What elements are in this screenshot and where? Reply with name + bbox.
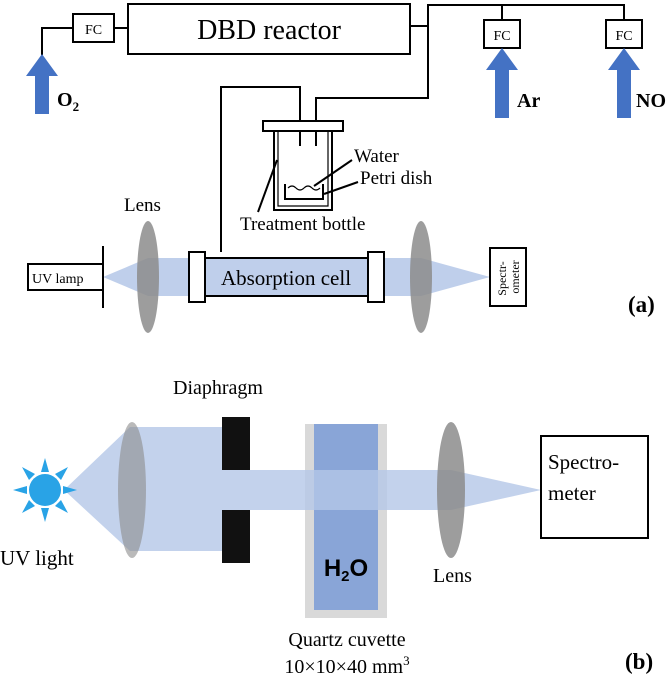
bottle-cap: [262, 120, 344, 132]
uv-lamp-label: UV lamp: [32, 272, 83, 287]
o2-inlet-arrow: [26, 54, 58, 114]
flow-controller-no-label: FC: [615, 29, 632, 44]
dbd-reactor-label: DBD reactor: [197, 15, 342, 46]
spectrometer-b: [540, 435, 649, 539]
lens-a-label: Lens: [124, 195, 161, 216]
spectrometer-b-label: Spectro- meter: [548, 450, 624, 505]
uv-light-source: [13, 458, 77, 522]
cuvette-dimensions-sup: 3: [403, 653, 410, 668]
flow-controller-o2: [72, 13, 115, 43]
light-beam-b: [64, 427, 541, 551]
water-formula-h: H: [324, 555, 341, 582]
spectrometer-a-line2: ometer: [508, 260, 522, 293]
flow-controller-ar: [483, 19, 521, 49]
cuvette-label: Quartz cuvette: [288, 629, 405, 651]
diaphragm-label: Diaphragm: [173, 377, 263, 399]
treatment-bottle-pointer: [257, 159, 278, 213]
o2-gas-line: [41, 27, 73, 55]
spectrometer-b-line2: meter: [548, 481, 596, 505]
water-label: Water: [354, 146, 400, 167]
spectrometer-b-line1: Spectro-: [548, 450, 619, 474]
uv-ray-sw: [22, 500, 35, 513]
o2-gas-text: O: [57, 89, 73, 111]
lens-b-right: [437, 422, 465, 558]
treatment-bottle-label: Treatment bottle: [240, 214, 365, 235]
panel-b-label: (b): [625, 649, 653, 674]
o2-gas-label: O2: [57, 89, 79, 114]
lens-b-label: Lens: [433, 565, 472, 587]
cuvette-dimensions: 10×10×40 mm3: [284, 653, 409, 678]
water-formula-sub: 2: [341, 568, 349, 585]
water-surface: [287, 185, 321, 191]
panel-b: Lens Diaphragm UV light H2O Spectro- met…: [0, 377, 653, 678]
cuvette-water: [314, 424, 378, 610]
no-gas-label: NO: [636, 90, 666, 112]
flow-controller-o2-label: FC: [85, 23, 102, 38]
uv-ray-nw: [22, 467, 35, 480]
uv-ray-ne: [55, 467, 68, 480]
lens-b-left: [118, 422, 146, 558]
uv-ray-n: [41, 458, 49, 472]
flow-controller-ar-label: FC: [493, 29, 510, 44]
diaphragm-top: [222, 417, 250, 470]
diaphragm-bottom: [222, 510, 250, 563]
bottle-to-cell-line: [220, 86, 301, 252]
uv-light-bulb: [29, 474, 61, 506]
ar-inlet-arrow: [486, 48, 518, 118]
o2-gas-subscript: 2: [73, 99, 80, 114]
petri-dish-pointer: [323, 181, 359, 195]
uv-ray-s: [41, 508, 49, 522]
petri-dish-label: Petri dish: [360, 168, 433, 189]
spectrometer-a-line1: Spectr-: [495, 261, 509, 295]
water-formula-o: O: [350, 555, 369, 582]
lens-a-right: [410, 221, 432, 333]
dbd-reactor: [127, 3, 411, 55]
uv-ray-e: [63, 486, 77, 494]
flow-controller-no: [605, 19, 643, 49]
uv-ray-se: [55, 500, 68, 513]
bottle-body-inner: [277, 131, 329, 207]
petri-dish: [284, 184, 324, 200]
water-pointer: [313, 159, 353, 187]
panel-a-label: (a): [628, 292, 655, 317]
water-formula-label: H2O: [324, 555, 368, 585]
lens-a-left: [137, 221, 159, 333]
uv-ray-w: [13, 486, 27, 494]
absorption-cell-label: Absorption cell: [221, 266, 351, 290]
uv-light-label: UV light: [0, 546, 74, 570]
spectrometer-a: [489, 247, 527, 307]
ar-gas-label: Ar: [517, 90, 540, 112]
cuvette-dimensions-main: 10×10×40 mm: [284, 656, 403, 678]
no-inlet-arrow: [608, 48, 640, 118]
absorption-cell-window-right: [367, 251, 385, 303]
spectrometer-a-label: Spectr- ometer: [495, 258, 522, 295]
absorption-cell-window-left: [188, 251, 206, 303]
panel-a: DBD reactor FC FC FC O2 Ar NO Water Petr…: [26, 3, 666, 333]
ar-no-manifold-line: [410, 4, 625, 27]
uv-lamp-outline: [27, 246, 104, 308]
